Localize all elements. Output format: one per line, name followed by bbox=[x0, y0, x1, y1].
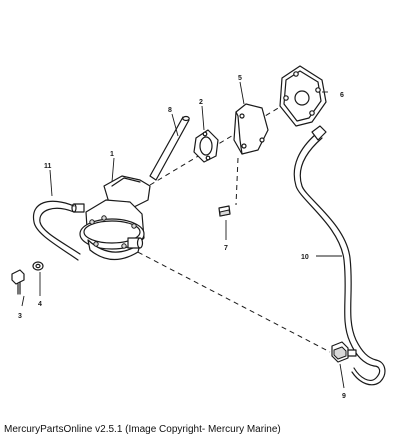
gasket bbox=[193, 129, 219, 163]
leader-lines bbox=[21, 81, 345, 389]
callout-4: 4 bbox=[38, 301, 42, 308]
fitting bbox=[218, 205, 231, 217]
alignment-lines bbox=[129, 94, 331, 353]
callout-5: 5 bbox=[238, 75, 242, 82]
callout-11: 11 bbox=[44, 163, 52, 170]
callout-7: 7 bbox=[224, 245, 228, 252]
callout-10: 10 bbox=[301, 254, 309, 261]
block-off-plate bbox=[233, 103, 269, 155]
fuel-pump bbox=[71, 175, 151, 261]
copyright-caption: MercuryPartsOnline v2.5.1 (Image Copyrig… bbox=[4, 424, 281, 435]
lock-washer bbox=[32, 261, 44, 271]
callout-9: 9 bbox=[342, 393, 346, 400]
bolt bbox=[11, 269, 25, 295]
callout-3: 3 bbox=[18, 313, 22, 320]
connector-fitting bbox=[331, 341, 357, 363]
callout-1: 1 bbox=[110, 151, 114, 158]
callout-2: 2 bbox=[199, 99, 203, 106]
push-rod bbox=[149, 115, 190, 181]
callout-8: 8 bbox=[168, 107, 172, 114]
mounting-plate bbox=[279, 65, 327, 127]
vent-hose bbox=[32, 200, 81, 261]
callout-numbers: 1 2 3 4 5 6 7 8 9 10 11 bbox=[18, 75, 346, 400]
callout-6: 6 bbox=[340, 92, 344, 99]
